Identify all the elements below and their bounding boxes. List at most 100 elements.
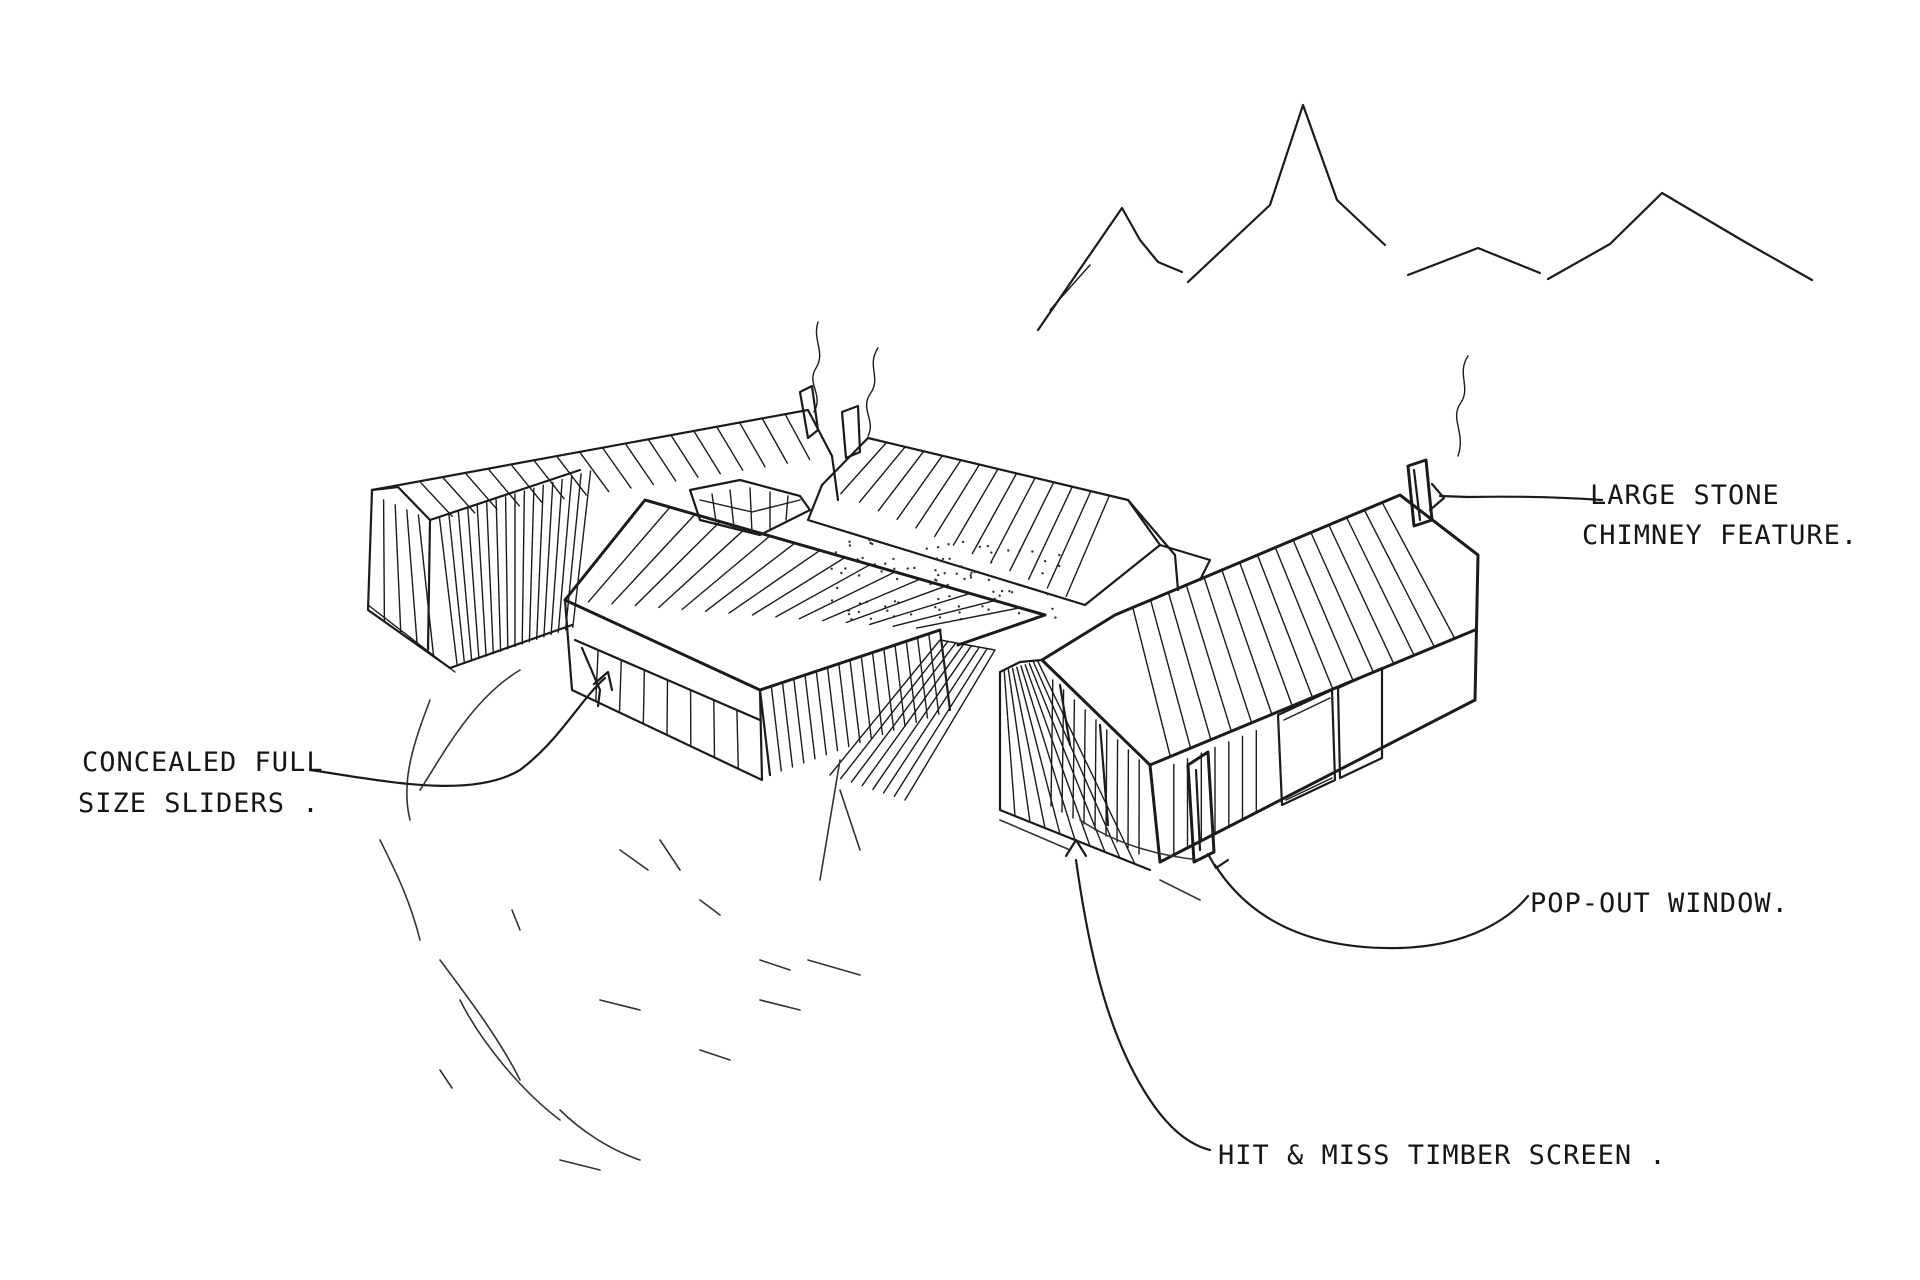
chimney-label-line1: LARGE STONE — [1590, 480, 1780, 511]
hatch-line — [861, 643, 965, 787]
hatch-line — [488, 469, 520, 507]
gravel-dot — [835, 586, 839, 590]
hatch-line — [761, 417, 788, 464]
gravel-dot — [937, 597, 940, 601]
hatch-line — [1083, 709, 1086, 825]
hatch-line — [504, 496, 509, 650]
gravel-dot — [913, 566, 916, 570]
gravel-dot — [978, 545, 981, 549]
gravel-dot — [1010, 591, 1014, 594]
hatch-line — [713, 699, 716, 759]
hatch-line — [1381, 501, 1456, 640]
chimney-smoke — [812, 321, 1469, 457]
hatch-line — [905, 640, 917, 723]
hatch-line — [1310, 531, 1375, 673]
hatch-line — [550, 478, 563, 636]
hatch-line — [1007, 668, 1031, 823]
hatch-line — [990, 477, 1036, 563]
hatch-line — [1009, 481, 1055, 572]
gravel-dot — [986, 544, 989, 548]
hatch-line — [1094, 719, 1097, 831]
gravel-dot — [840, 571, 843, 575]
hatch-line — [658, 528, 746, 609]
hatch-line — [438, 516, 458, 667]
gravel-dot — [948, 557, 951, 560]
hatch-line — [417, 514, 435, 658]
hatch-line — [871, 651, 884, 736]
gravel-dot — [830, 599, 834, 602]
hatch-line — [1345, 516, 1415, 656]
hatch-line — [442, 477, 476, 514]
front-block-roof-seams — [587, 506, 1021, 629]
hatch-line — [587, 506, 671, 603]
hatch-line — [465, 473, 498, 510]
gravel-dot — [861, 556, 864, 560]
gravel-dot — [938, 616, 942, 619]
leader-lines — [308, 482, 1604, 1152]
gravel-dot — [981, 605, 984, 608]
roof-deck — [688, 478, 812, 537]
gravel-dot — [895, 577, 899, 581]
hatch-line — [822, 578, 921, 622]
hatch-line — [536, 484, 544, 640]
gravel-dot — [1058, 564, 1061, 568]
hatch-line — [693, 430, 721, 475]
gravel-dot — [969, 576, 973, 579]
hatch-line — [595, 649, 599, 702]
hatch-line — [579, 452, 610, 493]
timber-screen — [1050, 679, 1140, 855]
hatch-line — [736, 709, 739, 770]
courtyard-gravel — [830, 538, 1061, 621]
gravel-dot — [884, 562, 887, 565]
hatch-line — [394, 504, 402, 634]
hatch-line — [1203, 576, 1253, 724]
hatch-line — [896, 455, 943, 520]
sliders-label-line1: CONCEALED FULL — [82, 747, 324, 778]
gravel-dot — [868, 538, 871, 542]
hatch-line — [1016, 666, 1061, 835]
hatch-line — [845, 585, 946, 624]
gravel-dot — [857, 610, 861, 614]
hatch-line — [1072, 699, 1076, 819]
hatch-line — [840, 640, 949, 780]
gravel-dot — [1018, 549, 1021, 553]
gravel-dot — [1000, 589, 1004, 593]
right-wing-roof-seams — [1132, 501, 1456, 758]
hatch-line — [739, 422, 766, 468]
hatch-line — [1065, 494, 1111, 598]
gravel-dot — [886, 609, 889, 612]
gravel-dot — [1051, 607, 1054, 610]
hatch-line — [467, 507, 480, 660]
gravel-dot — [1043, 560, 1047, 563]
hatch-line — [634, 520, 721, 607]
gravel-dot — [869, 541, 872, 545]
hatch-line — [611, 513, 696, 605]
hatch-line — [850, 642, 957, 783]
hatch-line — [448, 513, 466, 664]
gravel-dot — [1054, 616, 1057, 619]
gravel-dot — [955, 572, 958, 575]
hatch-line — [382, 499, 386, 623]
hatch-line — [1020, 665, 1076, 841]
hatch-line — [457, 510, 473, 662]
hatch-line — [625, 443, 654, 486]
hatch-line — [557, 476, 573, 633]
hatch-line — [1328, 524, 1395, 665]
hatch-line — [1167, 591, 1212, 741]
hatch-line — [1061, 689, 1065, 813]
hatch-line — [840, 441, 888, 495]
gravel-dot — [938, 608, 941, 611]
hatch-line — [1274, 546, 1334, 690]
gravel-dot — [987, 578, 991, 582]
gravel-dot — [893, 600, 897, 603]
hatch-line — [916, 636, 929, 719]
hatch-line — [486, 502, 494, 655]
gravel-dot — [892, 557, 895, 561]
window-label: POP-OUT WINDOW. — [1530, 888, 1789, 919]
pop-out-window — [1186, 750, 1216, 864]
hatch-line — [495, 499, 502, 652]
gravel-dot — [893, 567, 896, 570]
hatch-line — [1037, 660, 1136, 865]
hatch-line — [476, 504, 487, 657]
hatch-line — [1011, 667, 1046, 829]
